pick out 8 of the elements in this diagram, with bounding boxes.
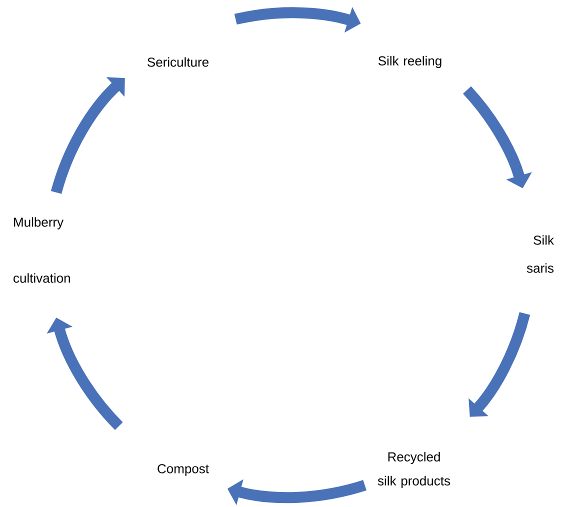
step-label: Recycled silk products — [378, 452, 450, 488]
step-label: Sericulture — [148, 57, 208, 67]
step-label: Silk reeling — [378, 56, 442, 68]
step-label: Mulberry cultivation — [14, 217, 70, 283]
curved-arrow — [50, 77, 125, 194]
curved-arrow — [468, 312, 530, 417]
step-label: Compost — [158, 464, 209, 476]
step-label: Silk saris — [526, 235, 554, 273]
